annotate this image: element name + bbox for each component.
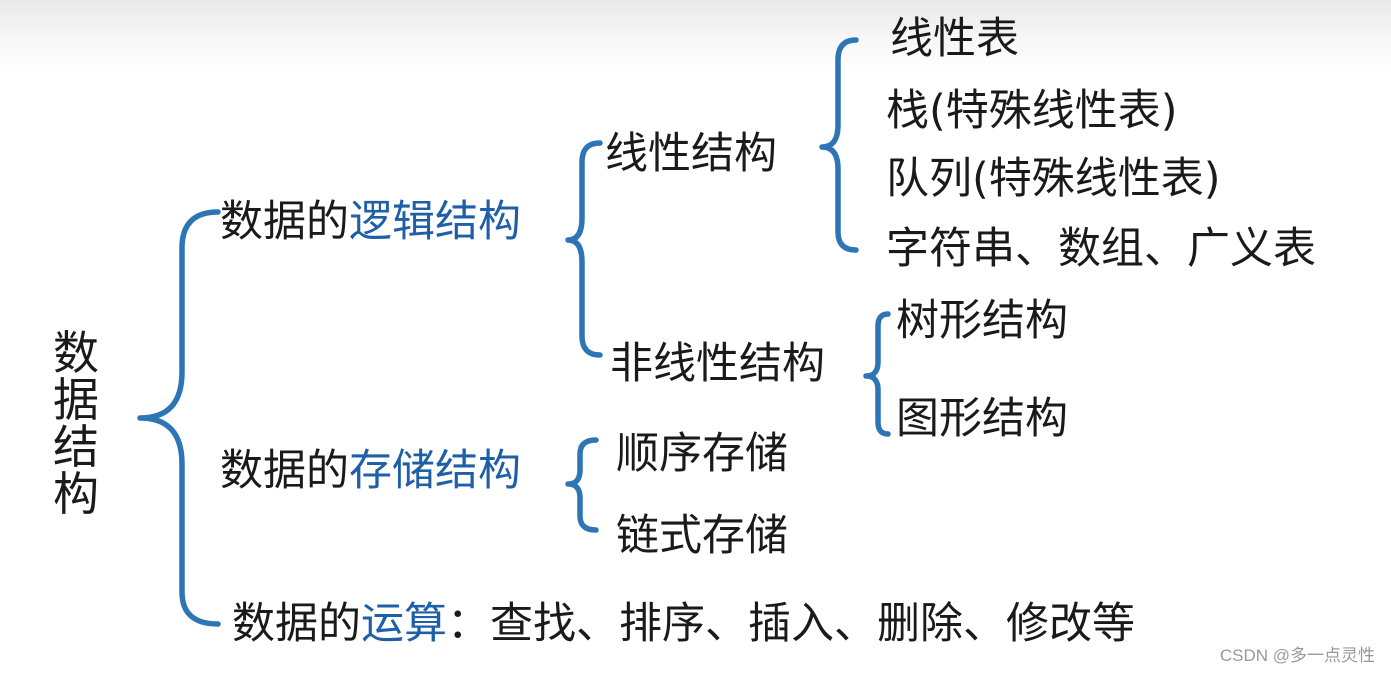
root-brace xyxy=(137,209,221,627)
logical-brace xyxy=(565,140,603,358)
operations-highlight: 运算 xyxy=(361,599,447,649)
storage-prefix: 数据的 xyxy=(220,446,349,496)
nonlinear-item-0: 树形结构 xyxy=(896,296,1068,346)
linear-brace xyxy=(819,37,859,253)
watermark: CSDN @多一点灵性 xyxy=(1219,646,1375,665)
nonlinear-brace xyxy=(863,311,891,437)
nonlinear-structure-node: 非线性结构 xyxy=(610,339,825,389)
nonlinear-item-1: 图形结构 xyxy=(896,394,1068,444)
storage-item-1: 链式存储 xyxy=(616,511,788,561)
storage-brace xyxy=(565,437,599,533)
logical-structure-node: 数据的逻辑结构 xyxy=(220,201,521,244)
storage-item-0: 顺序存储 xyxy=(616,429,788,479)
linear-structure-node: 线性结构 xyxy=(605,129,777,179)
operations-node: 数据的运算：查找、排序、插入、删除、修改等 xyxy=(232,603,1135,646)
operations-prefix: 数据的 xyxy=(232,599,361,649)
root-node-data-structure: 数据结构 xyxy=(53,326,99,521)
linear-item-2: 队列(特殊线性表) xyxy=(886,154,1221,204)
linear-item-1: 栈(特殊线性表) xyxy=(886,86,1178,136)
linear-item-3: 字符串、数组、广义表 xyxy=(886,224,1316,274)
logical-highlight: 逻辑结构 xyxy=(349,197,521,247)
logical-prefix: 数据的 xyxy=(220,197,349,247)
storage-highlight: 存储结构 xyxy=(349,446,521,496)
linear-item-0: 线性表 xyxy=(890,14,1019,64)
storage-structure-node: 数据的存储结构 xyxy=(220,450,521,493)
operations-list: ：查找、排序、插入、删除、修改等 xyxy=(447,599,1135,649)
